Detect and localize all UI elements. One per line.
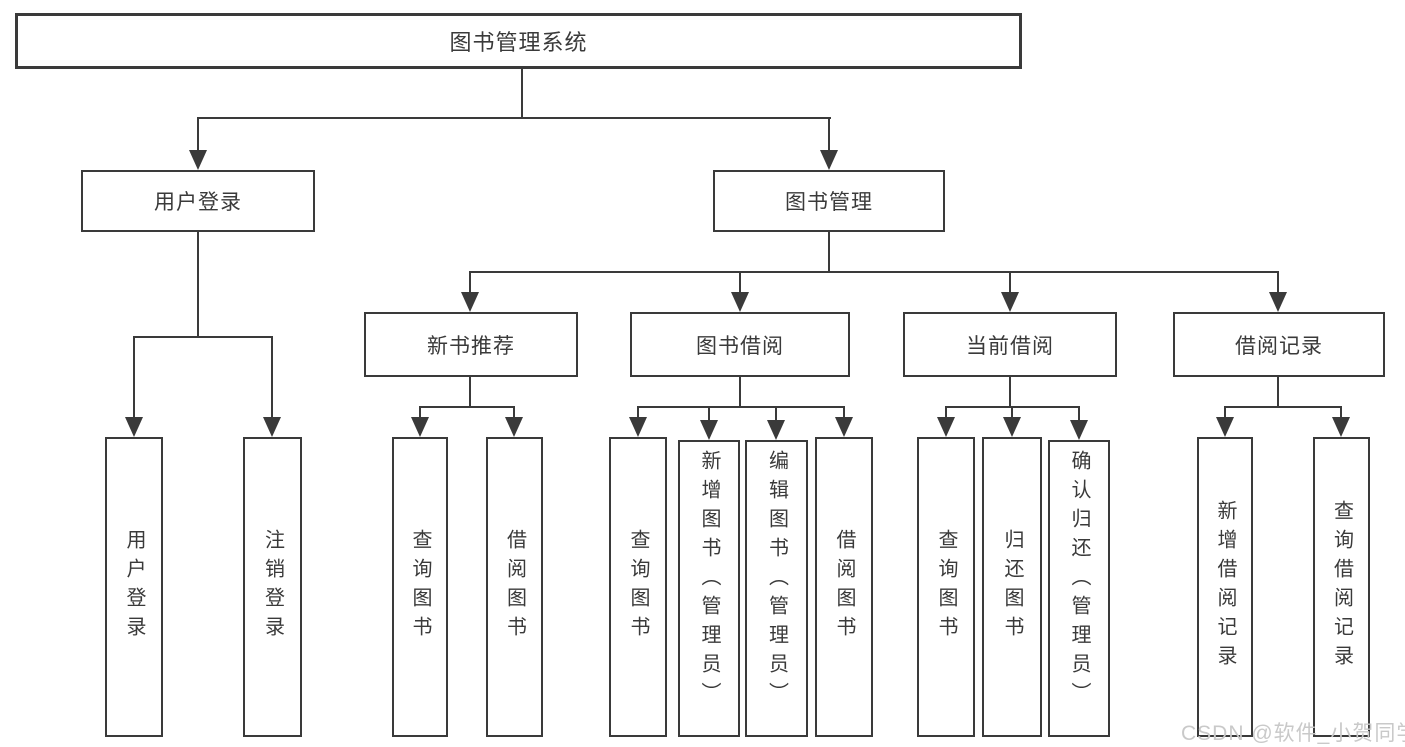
arrowhead-icon — [835, 417, 853, 437]
node-leaf-return-book: 归还图书 — [982, 437, 1042, 737]
connector-current-borrow-stem — [1009, 377, 1011, 406]
node-leaf-add-book-admin: 新增图书（管理员） — [678, 440, 740, 737]
connector-root-stem — [521, 69, 523, 117]
arrowhead-icon — [1003, 417, 1021, 437]
connector-level3-drop — [469, 271, 471, 294]
connector-level3-drop — [1277, 271, 1279, 294]
arrowhead-icon — [411, 417, 429, 437]
connector-leaf-drop — [1340, 406, 1342, 419]
arrowhead-icon — [1001, 292, 1019, 312]
connector-leaf-drop — [419, 406, 421, 419]
arrowhead-icon — [700, 420, 718, 440]
arrowhead-icon — [1332, 417, 1350, 437]
arrowhead-icon — [1216, 417, 1234, 437]
node-leaf-logout: 注销登录 — [243, 437, 302, 737]
connector-leaf-drop — [775, 406, 777, 421]
node-leaf-query-book-recommend: 查询图书 — [392, 437, 448, 737]
node-book-borrow: 图书借阅 — [630, 312, 850, 377]
node-leaf-add-borrow-record: 新增借阅记录 — [1197, 437, 1253, 737]
arrowhead-icon — [505, 417, 523, 437]
connector-leaf-drop — [1078, 406, 1080, 421]
arrowhead-icon — [1269, 292, 1287, 312]
node-leaf-user-login: 用户登录 — [105, 437, 163, 737]
connector-user-login-rail — [133, 336, 273, 338]
csdn-watermark: CSDN @软件_小贺同学 — [1181, 722, 1405, 745]
connector-borrow-record-stem — [1277, 377, 1279, 406]
node-leaf-query-book-borrow: 查询图书 — [609, 437, 667, 737]
arrowhead-icon — [731, 292, 749, 312]
node-leaf-query-borrow-record: 查询借阅记录 — [1313, 437, 1370, 737]
arrowhead-icon — [461, 292, 479, 312]
connector-book-mgmt-stem — [828, 232, 830, 271]
connector-borrow-record-rail — [1224, 406, 1342, 408]
connector-new-book-stem — [469, 377, 471, 406]
connector-book-borrow-rail — [637, 406, 845, 408]
node-user-login: 用户登录 — [81, 170, 315, 232]
connector-leaf-drop — [637, 406, 639, 419]
connector-user-login-stem — [197, 232, 199, 337]
node-current-borrow: 当前借阅 — [903, 312, 1117, 377]
node-new-book-recommend: 新书推荐 — [364, 312, 578, 377]
connector-book-borrow-stem — [739, 377, 741, 406]
node-leaf-borrow-book-recommend: 借阅图书 — [486, 437, 543, 737]
connector-level3-drop — [739, 271, 741, 294]
node-leaf-edit-book-admin: 编辑图书（管理员） — [745, 440, 808, 737]
node-leaf-confirm-return-admin: 确认归还（管理员） — [1048, 440, 1110, 737]
connector-leaf-drop — [513, 406, 515, 419]
connector-level2-rail — [197, 117, 831, 119]
arrowhead-icon — [263, 417, 281, 437]
node-library-system: 图书管理系统 — [15, 13, 1022, 69]
connector-leaf-drop — [945, 406, 947, 419]
connector-user-login-drop — [197, 117, 199, 152]
arrowhead-icon — [125, 417, 143, 437]
connector-leaf-drop — [843, 406, 845, 419]
connector-leaf-drop — [1224, 406, 1226, 419]
arrowhead-icon — [1070, 420, 1088, 440]
arrowhead-icon — [937, 417, 955, 437]
connector-leaf-drop — [708, 406, 710, 421]
connector-level3-rail — [469, 271, 1279, 273]
node-leaf-borrow-book: 借阅图书 — [815, 437, 873, 737]
node-borrow-record: 借阅记录 — [1173, 312, 1385, 377]
node-book-management: 图书管理 — [713, 170, 945, 232]
connector-leaf-drop — [1011, 406, 1013, 419]
node-leaf-query-book-current: 查询图书 — [917, 437, 975, 737]
connector-level3-drop — [1009, 271, 1011, 294]
arrowhead-icon — [629, 417, 647, 437]
arrowhead-icon — [820, 150, 838, 170]
arrowhead-icon — [767, 420, 785, 440]
connector-leaf-drop — [133, 336, 135, 418]
connector-leaf-drop — [271, 336, 273, 418]
connector-new-book-rail — [419, 406, 515, 408]
arrowhead-icon — [189, 150, 207, 170]
connector-book-mgmt-drop — [828, 117, 830, 152]
